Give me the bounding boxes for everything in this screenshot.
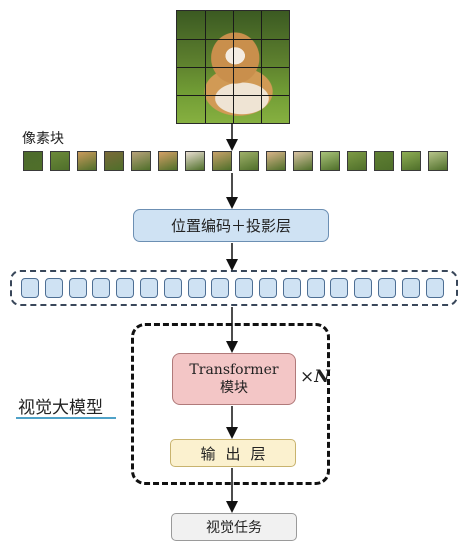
position-embedding-projection-layer: 位置编码＋投影层 bbox=[133, 209, 329, 242]
image-grid-line bbox=[177, 39, 289, 40]
image-patch bbox=[212, 151, 232, 171]
token-embedding bbox=[211, 278, 229, 298]
token-embedding bbox=[426, 278, 444, 298]
vision-model-label: 视觉大模型 bbox=[18, 398, 103, 418]
token-embedding bbox=[378, 278, 396, 298]
image-patch bbox=[428, 151, 448, 171]
token-embedding bbox=[402, 278, 420, 298]
output-layer-label: 输出层 bbox=[200, 444, 276, 463]
image-patch bbox=[320, 151, 340, 171]
image-patch bbox=[50, 151, 70, 171]
token-embedding bbox=[92, 278, 110, 298]
token-embedding bbox=[235, 278, 253, 298]
image-patch bbox=[347, 151, 367, 171]
token-embedding bbox=[21, 278, 39, 298]
image-grid-line bbox=[177, 95, 289, 96]
patches-label: 像素块 bbox=[22, 131, 64, 147]
token-embedding bbox=[259, 278, 277, 298]
token-embedding bbox=[116, 278, 134, 298]
token-embedding bbox=[140, 278, 158, 298]
vision-task-box: 视觉任务 bbox=[171, 513, 297, 541]
repeat-n-label: ×N bbox=[300, 367, 330, 387]
token-embedding bbox=[188, 278, 206, 298]
token-embedding bbox=[283, 278, 301, 298]
output-layer: 输出层 bbox=[170, 439, 296, 467]
image-patch bbox=[374, 151, 394, 171]
image-patch bbox=[158, 151, 178, 171]
token-sequence-frame bbox=[10, 270, 458, 306]
image-grid-line bbox=[177, 67, 289, 68]
image-patch bbox=[77, 151, 97, 171]
transformer-label-line1: Transformer bbox=[189, 362, 279, 378]
token-embedding bbox=[164, 278, 182, 298]
transformer-block: Transformer 模块 bbox=[172, 353, 296, 405]
image-patch bbox=[104, 151, 124, 171]
token-embedding bbox=[354, 278, 372, 298]
token-embedding bbox=[307, 278, 325, 298]
vision-task-label: 视觉任务 bbox=[206, 520, 262, 536]
transformer-label-line2: 模块 bbox=[220, 380, 248, 396]
token-embedding bbox=[330, 278, 348, 298]
image-patch bbox=[131, 151, 151, 171]
image-patch bbox=[23, 151, 43, 171]
image-patch bbox=[266, 151, 286, 171]
token-embedding bbox=[45, 278, 63, 298]
image-patch bbox=[185, 151, 205, 171]
embedding-label: 位置编码＋投影层 bbox=[170, 217, 291, 235]
image-patch bbox=[239, 151, 259, 171]
image-patch bbox=[401, 151, 421, 171]
vision-model-frame bbox=[131, 323, 330, 485]
input-dog-image bbox=[176, 10, 290, 124]
image-patch bbox=[293, 151, 313, 171]
token-embedding bbox=[69, 278, 87, 298]
vision-model-underline bbox=[16, 417, 116, 419]
